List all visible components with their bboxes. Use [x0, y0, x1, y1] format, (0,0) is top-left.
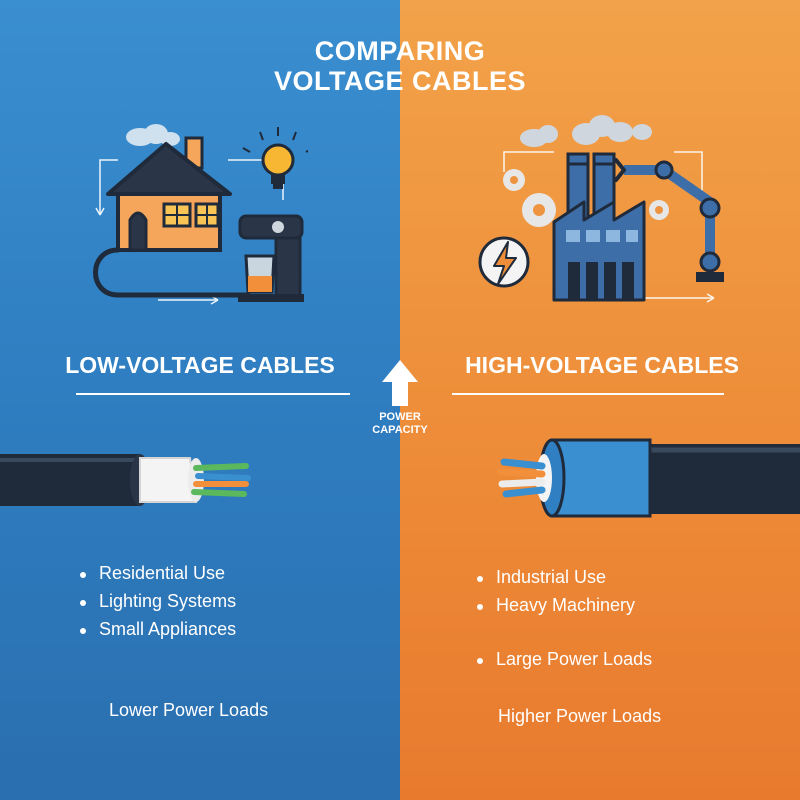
high-heading-rule	[452, 393, 724, 395]
list-item: Small Appliances	[77, 619, 236, 647]
up-arrow-icon	[382, 360, 418, 406]
low-voltage-heading: LOW-VOLTAGE CABLES	[65, 352, 335, 378]
low-heading-rule	[76, 393, 350, 395]
house-icon	[106, 136, 232, 252]
factory-icon	[552, 152, 646, 302]
low-voltage-use-list: Residential Use Lighting Systems Small A…	[77, 563, 236, 647]
power-capacity-line-1: POWER	[379, 411, 421, 423]
high-power-load-label: Higher Power Loads	[498, 706, 662, 726]
coffee-maker-icon	[238, 214, 304, 302]
high-voltage-cable-icon	[496, 438, 800, 518]
list-item: Large Power Loads	[474, 649, 652, 677]
low-power-load-label: Lower Power Loads	[109, 700, 269, 720]
gear-icon	[503, 169, 669, 227]
cloud-icon	[520, 115, 652, 147]
list-item: Industrial Use	[474, 567, 652, 595]
list-item: Residential Use	[77, 563, 236, 591]
power-cord	[93, 247, 251, 298]
page-title-line-2: VOLTAGE CABLES	[273, 66, 526, 96]
factory-scene	[478, 115, 724, 303]
light-bulb-icon	[242, 127, 308, 189]
cloud-icon	[126, 124, 180, 146]
power-capacity-label: POWER CAPACITY	[350, 411, 450, 437]
high-voltage-heading: HIGH-VOLTAGE CABLES	[465, 352, 739, 378]
house-scene	[93, 124, 308, 305]
list-item: Heavy Machinery	[474, 595, 652, 623]
robotic-arm-icon	[614, 158, 724, 282]
low-voltage-panel	[0, 0, 400, 800]
list-item: Lighting Systems	[77, 591, 236, 619]
high-voltage-use-list: Industrial Use Heavy Machinery Large Pow…	[474, 567, 652, 677]
power-capacity-line-2: CAPACITY	[372, 424, 428, 436]
low-voltage-cable-icon	[0, 454, 251, 506]
page-title-line-1: COMPARING	[314, 36, 486, 66]
lightning-bolt-icon	[478, 236, 530, 288]
